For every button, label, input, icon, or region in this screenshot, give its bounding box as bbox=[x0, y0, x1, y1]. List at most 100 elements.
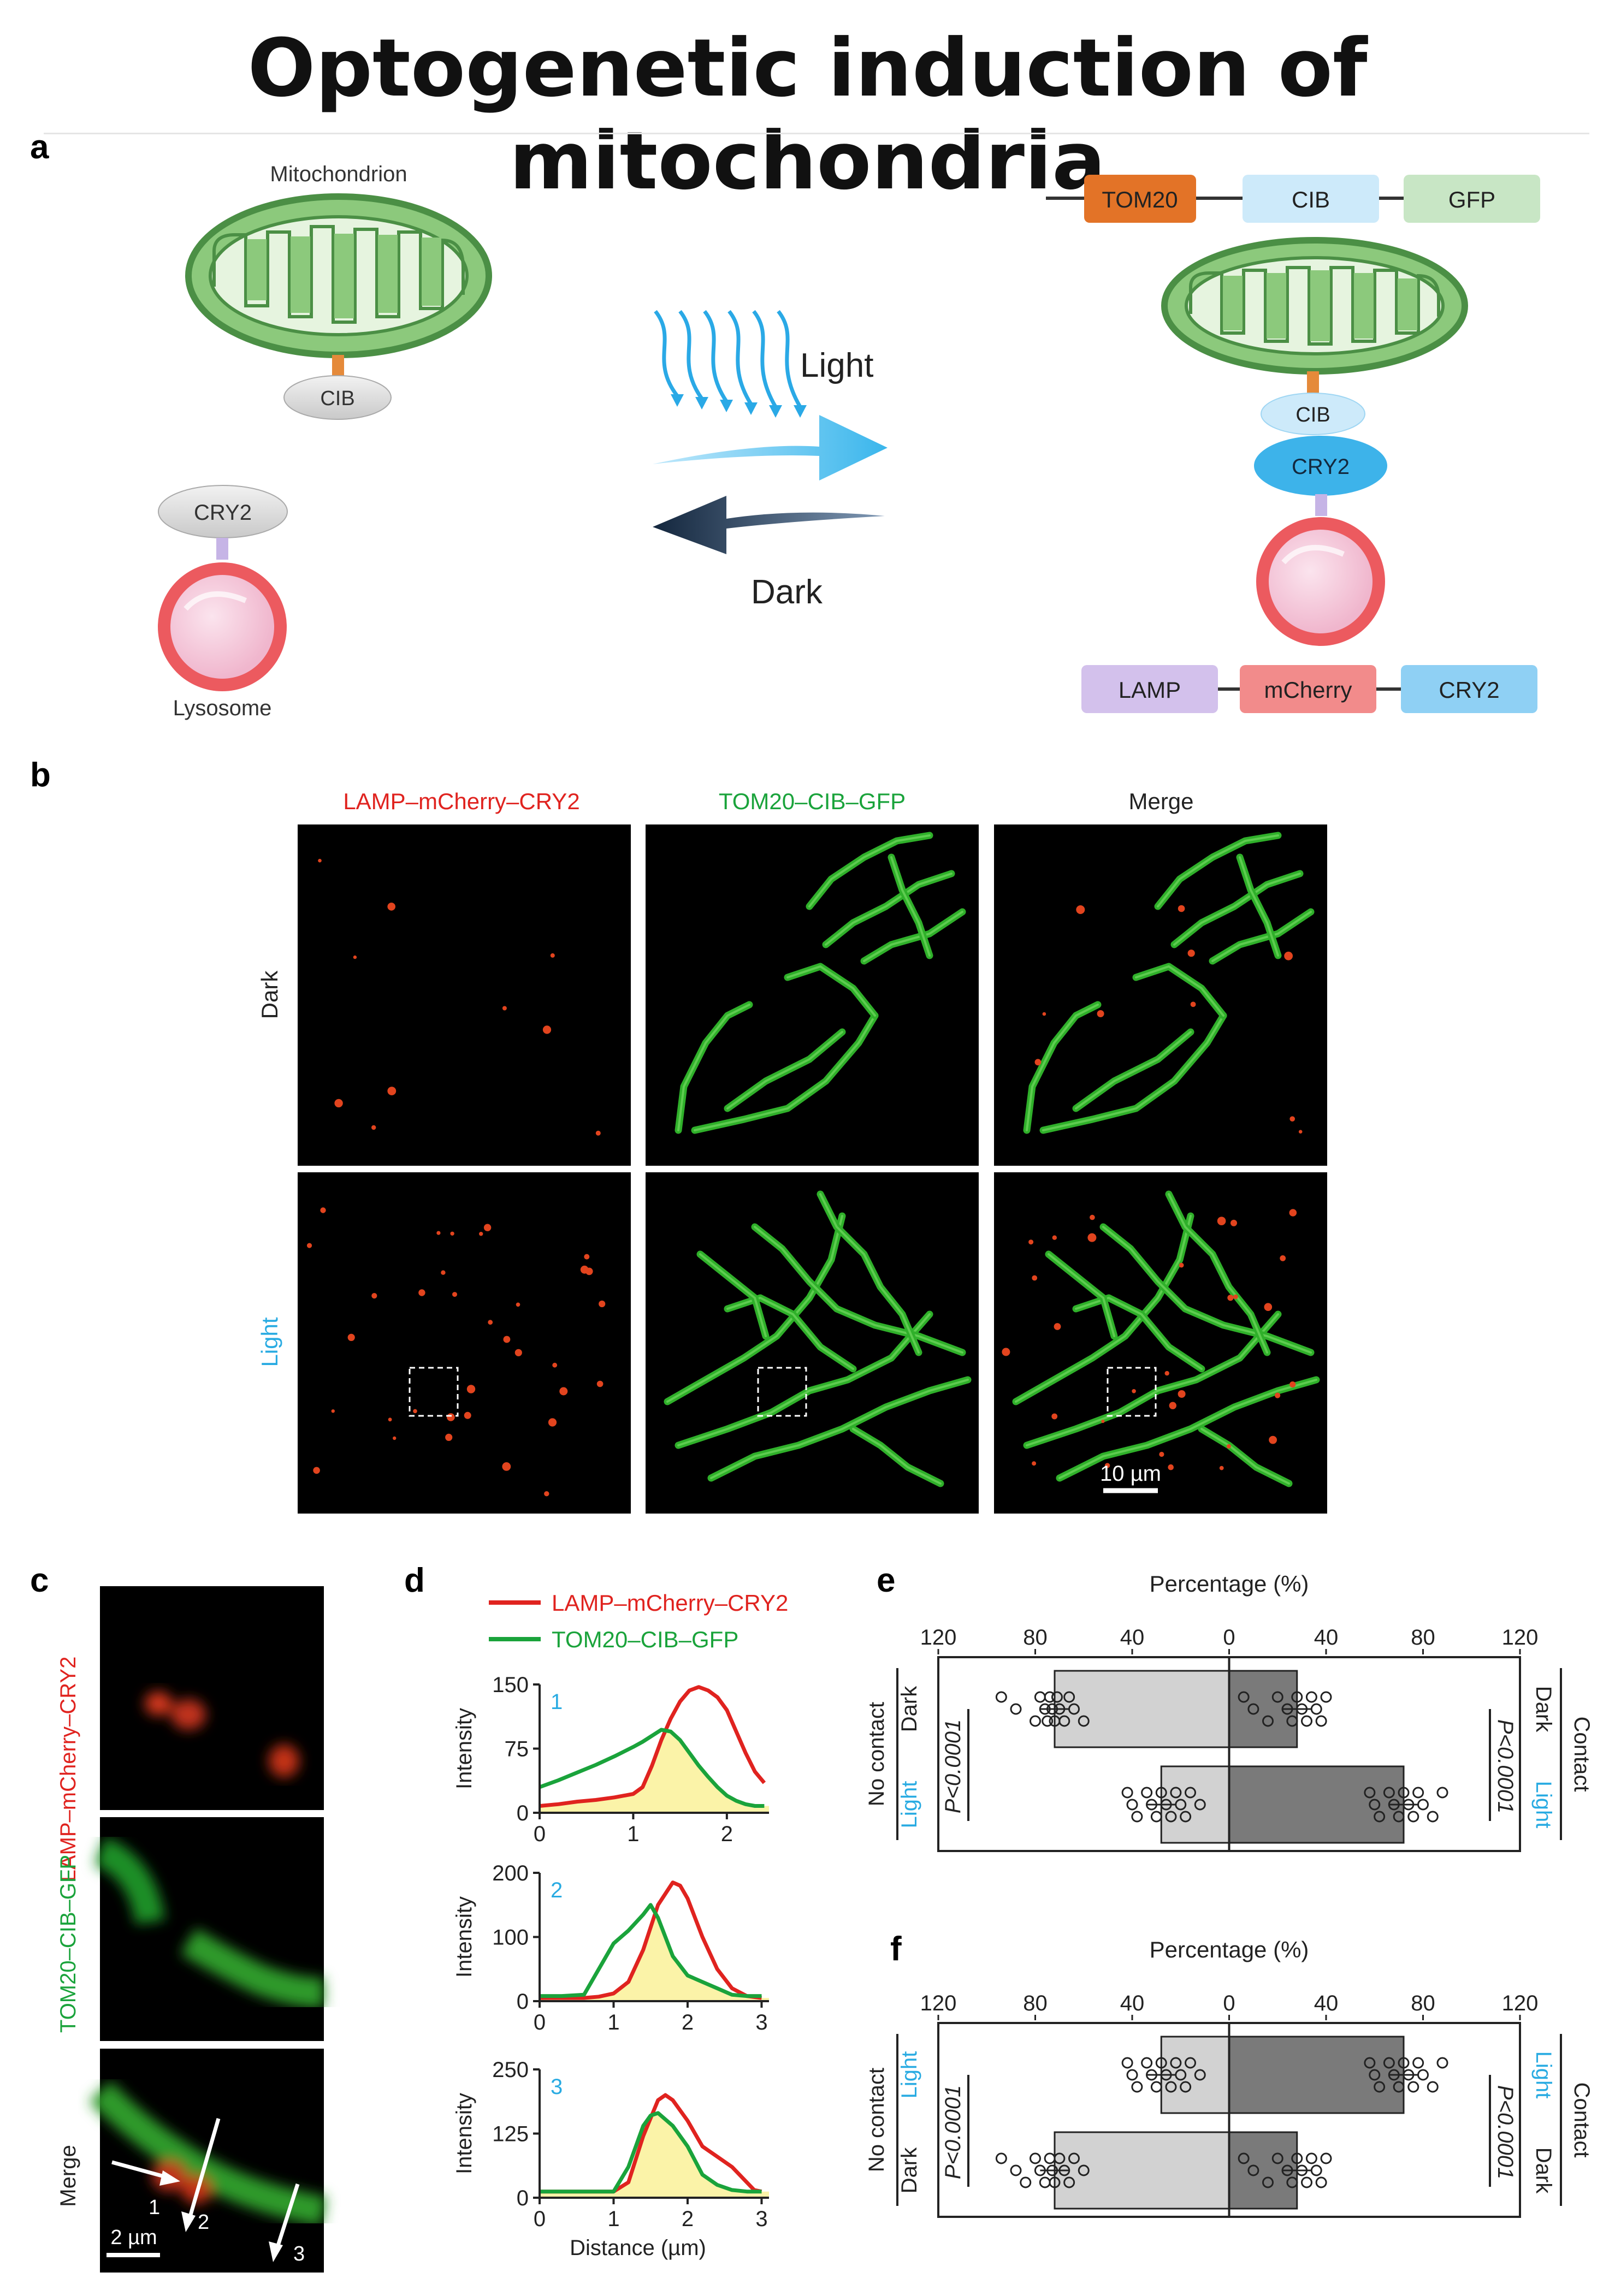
data-point bbox=[1165, 1811, 1177, 1823]
x-tick-label: 3 bbox=[755, 2010, 767, 2034]
red-puncta bbox=[1097, 1010, 1104, 1017]
axis-tick-label: 40 bbox=[1314, 1625, 1339, 1650]
green-mitochondrion-highlight bbox=[1102, 1226, 1312, 1354]
y-tick-label: 0 bbox=[517, 1801, 529, 1825]
red-puncta bbox=[1032, 1275, 1038, 1281]
cib-blob-left bbox=[283, 375, 392, 420]
data-point bbox=[1044, 1691, 1056, 1703]
red-puncta bbox=[306, 1243, 312, 1248]
red-puncta bbox=[1132, 1389, 1136, 1393]
red-puncta bbox=[1264, 1303, 1273, 1311]
data-point bbox=[1291, 1691, 1303, 1703]
green-mitochondrion-highlight bbox=[1026, 1313, 1279, 1446]
green-mitochondrion-highlight bbox=[754, 1226, 963, 1354]
image-light-merge bbox=[994, 1172, 1327, 1514]
group-label-left: No contact bbox=[865, 2068, 889, 2172]
data-point bbox=[1315, 2176, 1327, 2188]
red-puncta bbox=[1032, 1461, 1037, 1466]
red-puncta bbox=[1231, 1219, 1237, 1226]
axis-tick-label: 120 bbox=[920, 1625, 957, 1650]
red-puncta bbox=[1298, 1130, 1303, 1134]
red-puncta bbox=[387, 903, 395, 911]
data-point bbox=[1436, 1787, 1448, 1799]
cib-label-right: CIB bbox=[1295, 404, 1330, 426]
row-label-left: Dark bbox=[897, 2147, 921, 2193]
data-point bbox=[1039, 2176, 1051, 2188]
data-point bbox=[1320, 1691, 1332, 1703]
cib-box bbox=[1243, 175, 1379, 223]
green-mitochondrion-highlight bbox=[1015, 1215, 1192, 1403]
green-mitochondrion-highlight bbox=[863, 911, 963, 962]
data-point bbox=[1262, 2176, 1274, 2188]
data-point bbox=[1407, 1811, 1419, 1823]
p-value-right: P<0.0001 bbox=[1493, 2085, 1517, 2179]
x-tick-label: 0 bbox=[534, 2010, 546, 2034]
title-divider bbox=[44, 133, 1589, 134]
gfp-box bbox=[1404, 175, 1540, 223]
row-label-right: Light bbox=[1531, 2051, 1555, 2099]
data-point bbox=[1165, 2081, 1177, 2093]
red-puncta bbox=[488, 1320, 493, 1325]
red-puncta bbox=[371, 1125, 376, 1130]
bar-contact bbox=[1228, 2036, 1405, 2114]
green-mitochondrion-highlight bbox=[1200, 1428, 1290, 1485]
roi-box-tom20 bbox=[757, 1367, 807, 1417]
data-point bbox=[1305, 2152, 1317, 2164]
y-tick-label: 125 bbox=[492, 2122, 529, 2146]
green-mitochondrion-highlight bbox=[666, 1215, 843, 1403]
image-dark-lamp bbox=[298, 824, 631, 1166]
data-point bbox=[1412, 2057, 1424, 2069]
axis-tick-label: 120 bbox=[1502, 1625, 1539, 1650]
image-light-lamp bbox=[298, 1172, 631, 1514]
red-puncta bbox=[452, 1292, 457, 1297]
green-mitochondrion-highlight bbox=[1058, 1379, 1317, 1479]
image-dark-merge bbox=[994, 824, 1327, 1166]
cry2-label-right: CRY2 bbox=[1292, 455, 1350, 479]
green-mitochondrion-highlight bbox=[1157, 834, 1279, 907]
scale-bar-c-label: 2 µm bbox=[110, 2226, 157, 2249]
legend-label-tom20: TOM20–CIB–GFP bbox=[552, 1627, 738, 1652]
lysosome-label: Lysosome bbox=[173, 696, 272, 720]
red-puncta bbox=[1219, 1466, 1224, 1470]
red-puncta bbox=[1217, 1217, 1226, 1225]
lamp-linker-right bbox=[1315, 494, 1327, 516]
data-point bbox=[1126, 2069, 1138, 2081]
data-point bbox=[1238, 2152, 1250, 2164]
red-puncta bbox=[550, 953, 555, 958]
data-point bbox=[1010, 2164, 1022, 2176]
red-puncta bbox=[387, 1087, 397, 1095]
data-point bbox=[1155, 2057, 1167, 2069]
data-point bbox=[1185, 1787, 1196, 1799]
red-puncta bbox=[450, 1231, 454, 1236]
data-point bbox=[1155, 1787, 1167, 1799]
data-point bbox=[1078, 1715, 1090, 1727]
data-point bbox=[1051, 1691, 1063, 1703]
green-mitochondrion-highlight bbox=[1173, 873, 1301, 946]
data-point bbox=[1180, 1811, 1192, 1823]
dark-lamp-signal bbox=[318, 858, 601, 1136]
zoom-image-tom20 bbox=[100, 1817, 324, 2041]
green-mitochondrion-highlight bbox=[1075, 1031, 1192, 1110]
data-point bbox=[1126, 1799, 1138, 1811]
red-puncta bbox=[1052, 1235, 1057, 1240]
light-arrow bbox=[653, 415, 888, 480]
y-tick-label: 150 bbox=[492, 1673, 529, 1697]
column-label-merge: Merge bbox=[1128, 788, 1193, 814]
x-axis-label: Distance (µm) bbox=[570, 2236, 706, 2260]
data-point bbox=[1374, 1811, 1386, 1823]
red-puncta bbox=[1233, 1294, 1238, 1300]
data-point bbox=[1271, 1691, 1283, 1703]
data-point bbox=[1185, 2057, 1196, 2069]
zoom-image-lamp bbox=[100, 1586, 324, 1810]
axis-tick-label: 40 bbox=[1314, 1991, 1339, 2015]
red-puncta bbox=[418, 1289, 425, 1296]
cry2-blob-right bbox=[1254, 436, 1387, 496]
lamp-label: LAMP bbox=[1119, 677, 1181, 703]
light-ray-arrowheads bbox=[671, 394, 807, 418]
red-puncta bbox=[516, 1302, 520, 1307]
data-point bbox=[1271, 2152, 1283, 2164]
light-lamp-signal bbox=[306, 1207, 606, 1497]
green-mitochondrion-highlight bbox=[710, 1379, 969, 1479]
